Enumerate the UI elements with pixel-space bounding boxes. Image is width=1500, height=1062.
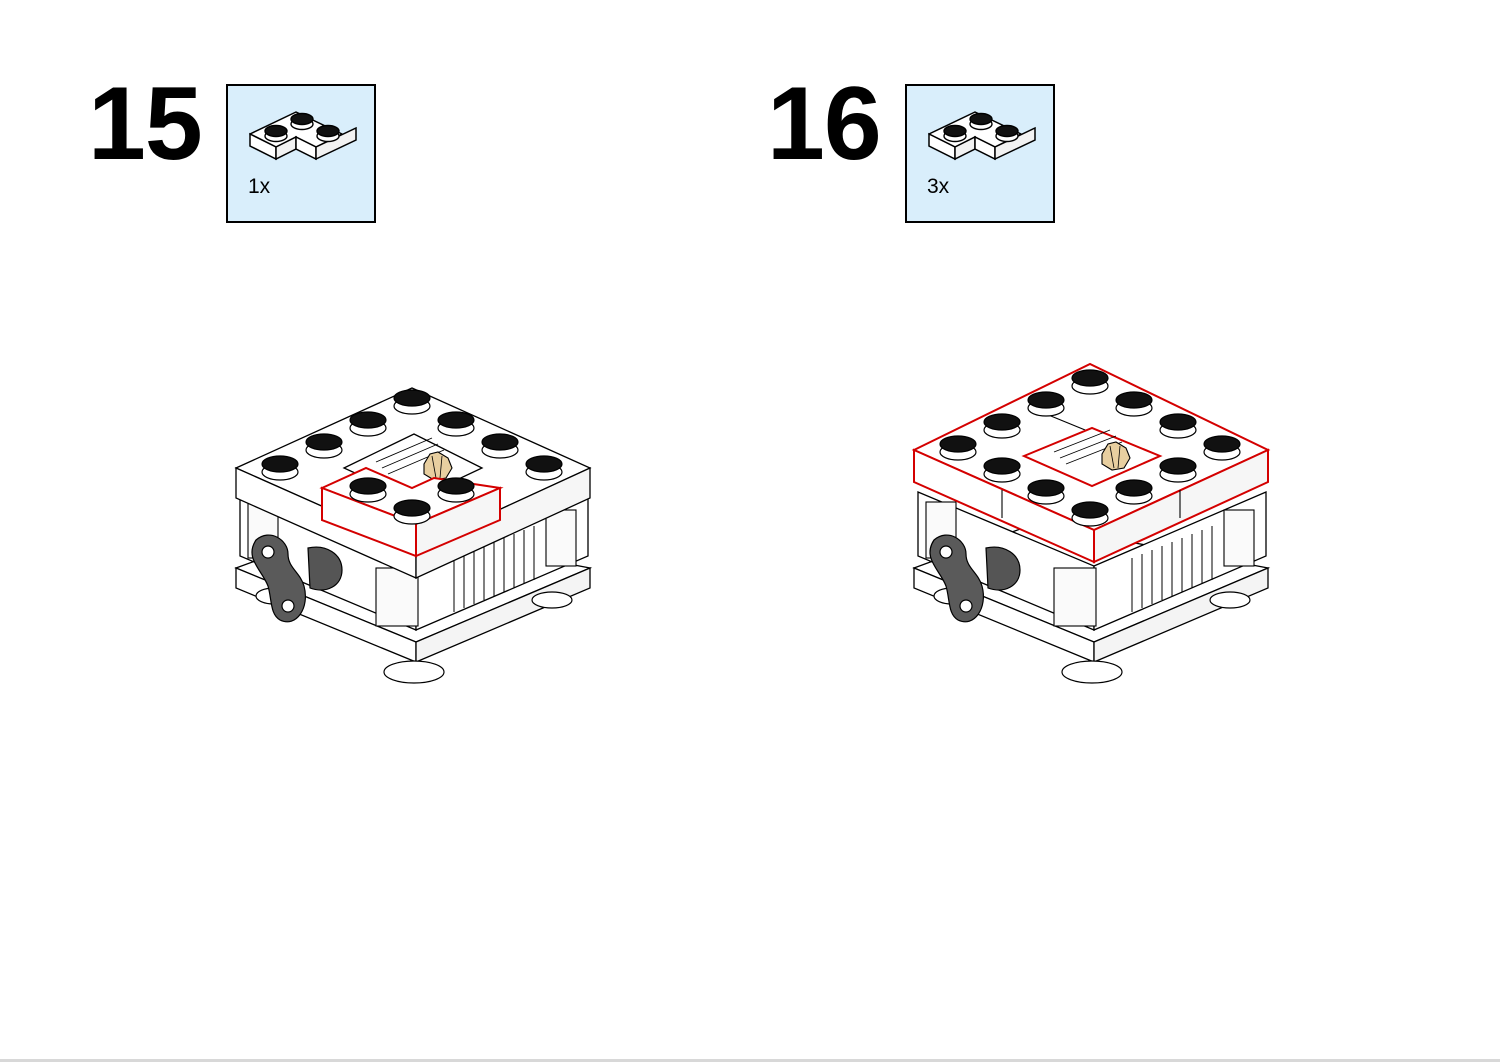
step-15-number: 15 — [88, 66, 203, 182]
step-15-model-illustration — [234, 387, 593, 684]
page-bottom-rule — [0, 1059, 1500, 1062]
gear-icon — [1101, 441, 1131, 471]
step-16-model-illustration — [911, 362, 1271, 684]
step-16-part-quantity: 3x — [927, 175, 950, 198]
step-16-parts-callout: 3x — [905, 84, 1055, 223]
new-part-highlight — [319, 466, 504, 558]
corner-plate-icon — [249, 111, 357, 161]
step-15-part-quantity: 1x — [248, 175, 271, 198]
gear-icon — [423, 451, 453, 481]
step-15-parts-callout: 1x — [226, 84, 376, 223]
step-16-number: 16 — [767, 66, 882, 182]
corner-plate-icon — [928, 111, 1036, 161]
winding-key-icon — [929, 534, 1021, 623]
winding-key-icon — [251, 534, 343, 623]
